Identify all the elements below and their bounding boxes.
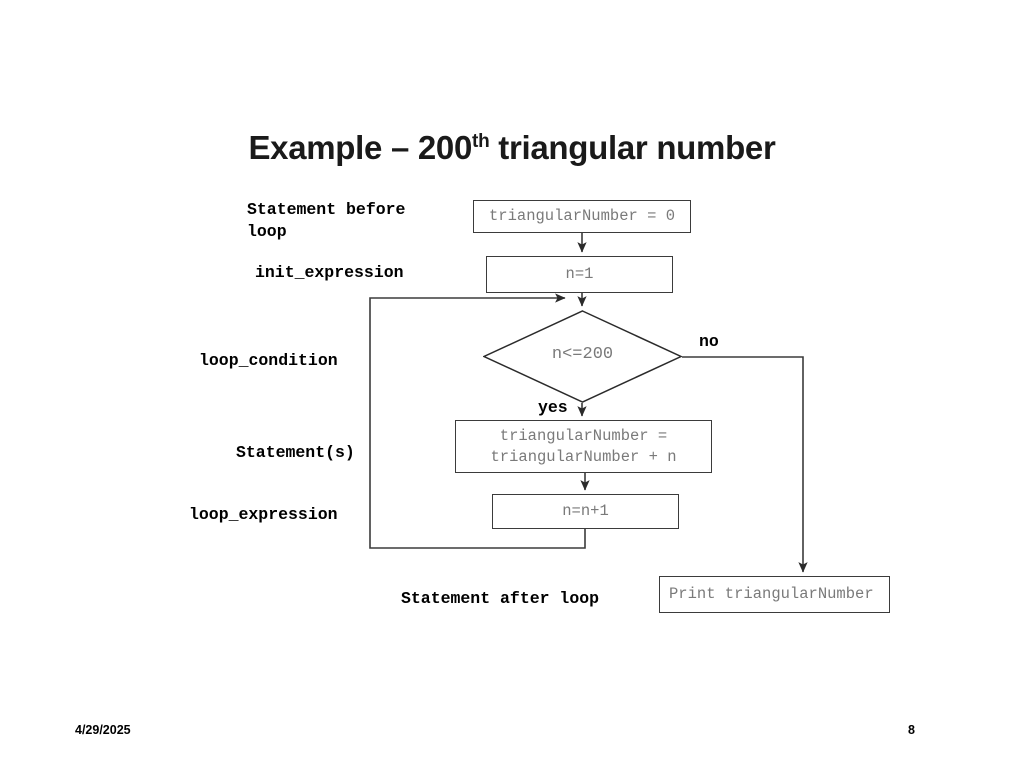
page-title: Example – 200th triangular number [0, 129, 1024, 167]
page-title-superscript: th [472, 131, 490, 152]
flowchart-node-condition-label: n<=200 [551, 345, 614, 364]
flowchart-node-condition-diamond [483, 310, 682, 403]
flowchart-node-init-triangularnumber: triangularNumber = 0 [473, 200, 691, 233]
edge-condition-no-to-print [682, 356, 808, 573]
flowchart-node-print: Print triangularNumber [659, 576, 890, 613]
footer-date: 4/29/2025 [75, 723, 131, 737]
annotation-statement-before-loop: Statement before loop [247, 200, 406, 241]
flowchart-node-n-init: n=1 [486, 256, 673, 293]
flowchart-node-loop-body: triangularNumber = triangularNumber + n [455, 420, 712, 473]
footer-page-number: 8 [908, 723, 915, 737]
edge-increment-loopback [369, 293, 586, 549]
flowchart-node-increment: n=n+1 [492, 494, 679, 529]
page-title-rest: triangular number [489, 129, 776, 166]
annotation-statement-after-loop: Statement after loop [401, 589, 600, 608]
page-title-main: Example – 200 [248, 129, 473, 166]
diamond-shape [483, 310, 682, 403]
annotation-loop-condition: loop_condition [199, 351, 338, 370]
branch-label-yes: yes [538, 398, 568, 417]
annotation-init-expression: init_expression [255, 263, 404, 282]
annotation-statements: Statement(s) [236, 443, 355, 462]
branch-label-no: no [699, 332, 719, 351]
annotation-loop-expression: loop_expression [189, 505, 338, 524]
